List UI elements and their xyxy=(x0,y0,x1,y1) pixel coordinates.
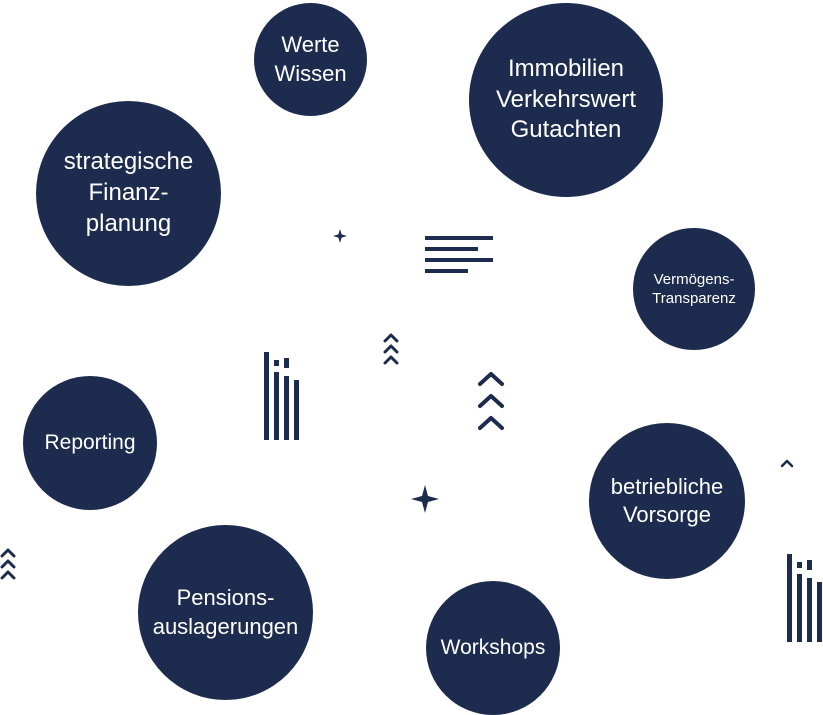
bubble-workshops: Workshops xyxy=(426,581,560,715)
bubble-label: Vermögens- Transparenz xyxy=(652,270,736,307)
chevron-up-icon xyxy=(383,333,399,367)
chevron-up-icon xyxy=(0,547,16,583)
chevron-up-icon xyxy=(780,457,794,469)
bubble-pensions: Pensions- auslagerungen xyxy=(138,525,313,700)
bubble-finanzplanung: strategische Finanz- planung xyxy=(36,101,221,286)
chevron-up-icon xyxy=(477,369,505,435)
bubble-vermoegen: Vermögens- Transparenz xyxy=(633,228,755,350)
bubble-label: strategische Finanz- planung xyxy=(63,148,194,237)
bubble-immobilien: Immobilien Verkehrswert Gutachten xyxy=(469,3,663,197)
bubble-label: Workshops xyxy=(440,635,546,659)
bubble-label: Pensions- auslagerungen xyxy=(152,585,299,639)
bars-icon xyxy=(264,352,300,440)
lines-icon xyxy=(425,236,493,276)
bubble-label: Immobilien Verkehrswert Gutachten xyxy=(495,54,637,144)
bubble-werte-wissen: Werte Wissen xyxy=(254,3,367,116)
bubble-reporting: Reporting xyxy=(23,376,157,510)
bubble-vorsorge: betriebliche Vorsorge xyxy=(589,423,745,579)
sparkle-icon xyxy=(411,485,439,513)
bars-icon xyxy=(787,554,823,642)
sparkle-icon xyxy=(333,229,347,243)
bubble-label: Werte Wissen xyxy=(274,32,347,86)
bubble-label: Reporting xyxy=(44,430,136,454)
bubble-label: betriebliche Vorsorge xyxy=(610,473,724,527)
